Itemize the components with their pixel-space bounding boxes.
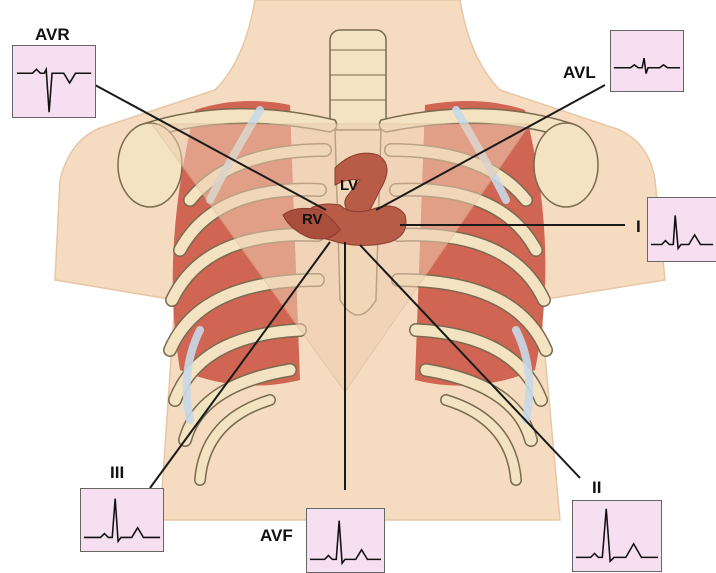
ecg-trace-iii	[81, 489, 163, 551]
ecg-box-i	[647, 197, 716, 262]
lead-label-avr: AVR	[35, 26, 70, 43]
ecg-trace-ii	[573, 501, 661, 571]
ecg-box-avf	[306, 508, 385, 573]
ecg-trace-avf	[307, 509, 384, 572]
lead-label-ii: II	[592, 479, 601, 496]
rv-label: RV	[302, 212, 323, 227]
ecg-box-iii	[80, 488, 164, 552]
lead-label-avf: AVF	[260, 527, 293, 544]
ecg-box-avr	[12, 45, 96, 118]
ecg-box-ii	[572, 500, 662, 572]
lv-label: LV	[340, 178, 358, 193]
lead-label-iii: III	[110, 464, 124, 481]
ecg-trace-i	[648, 198, 716, 261]
ecg-trace-avr	[13, 46, 95, 117]
spine	[330, 30, 386, 130]
lead-label-i: I	[636, 218, 641, 235]
left-shoulder	[534, 123, 598, 207]
ecg-box-avl	[610, 30, 684, 92]
ecg-trace-avl	[611, 31, 683, 91]
lead-label-avl: AVL	[563, 64, 596, 81]
